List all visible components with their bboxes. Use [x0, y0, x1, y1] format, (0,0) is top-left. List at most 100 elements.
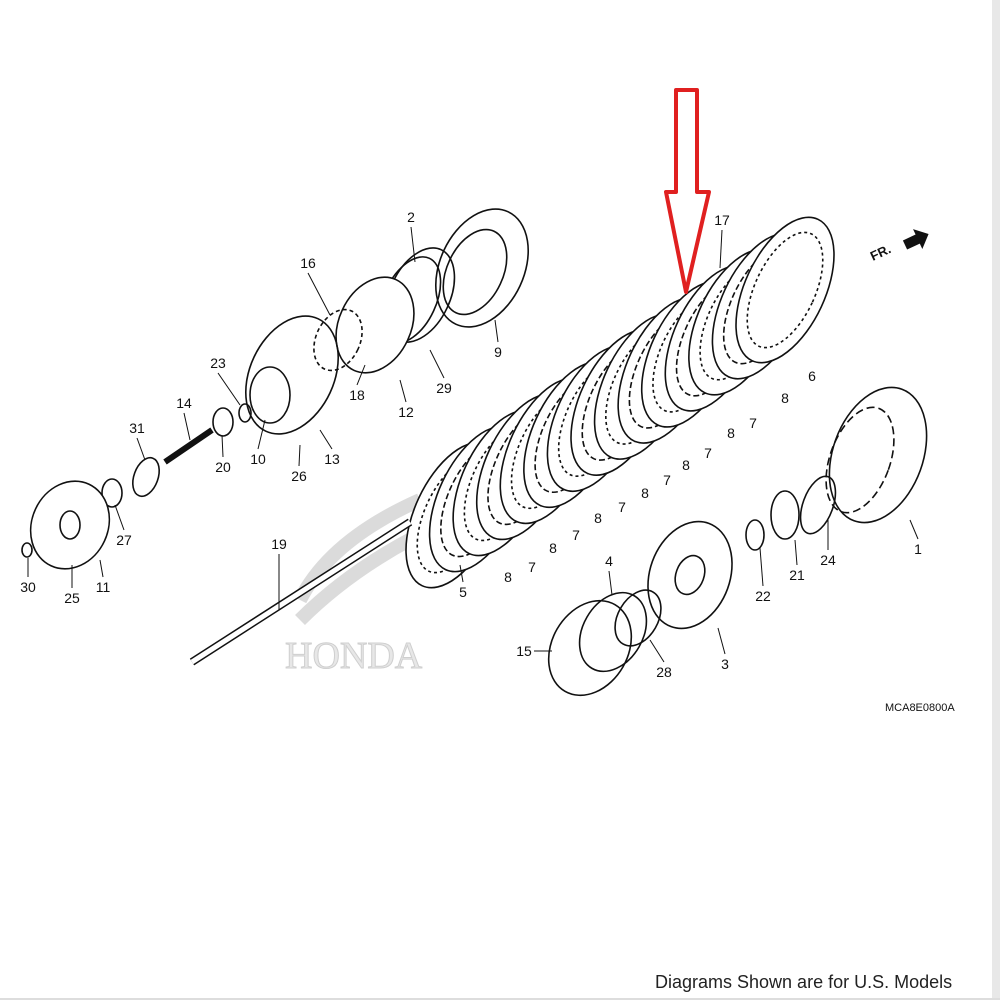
cover-11: [29, 480, 111, 570]
leader-line: [909, 519, 919, 540]
part-label: 1: [914, 541, 922, 557]
part-label: 5: [459, 584, 467, 600]
hub-10: [249, 366, 291, 424]
watermark-text: HONDA: [285, 635, 423, 677]
snap-ring: [799, 475, 837, 535]
leader-line: [719, 229, 723, 269]
part-label: 8: [504, 569, 512, 585]
part-label: 21: [789, 567, 805, 583]
leader-line: [298, 444, 301, 467]
part-label: 29: [436, 380, 452, 396]
leader-line: [221, 434, 224, 458]
parts-drawings: [21, 208, 928, 697]
pin-14: [163, 427, 214, 465]
part-label: 7: [572, 527, 580, 543]
part-label: 23: [210, 355, 226, 371]
red-arrow-indicator: [664, 88, 711, 294]
leader-line: [136, 437, 146, 461]
leader-line: [649, 639, 665, 663]
washer-23: [238, 403, 252, 423]
clutch-disc: [735, 216, 835, 364]
part-label: 9: [494, 344, 502, 360]
part-label: 8: [641, 485, 649, 501]
leader-line: [399, 379, 407, 403]
part-label: 18: [349, 387, 365, 403]
part-label: 6: [808, 368, 816, 384]
part-label: 3: [721, 656, 729, 672]
fr-arrow-icon: [902, 229, 929, 250]
leader-line: [717, 627, 726, 655]
clutch-center-hub: [647, 520, 733, 630]
part-label: 7: [663, 472, 671, 488]
part-label: 15: [516, 643, 532, 659]
leader-line: [217, 372, 241, 406]
piston-inner: [442, 228, 508, 316]
part-label: 28: [656, 664, 672, 680]
part-label: 17: [714, 212, 730, 228]
leader-line: [307, 272, 331, 316]
part-label: 22: [755, 588, 771, 604]
leader-line: [99, 559, 104, 578]
leader-lines: [27, 226, 919, 663]
leader-line: [356, 364, 366, 386]
leader-line: [319, 429, 333, 450]
thrust-washer: [745, 519, 765, 551]
nut-30: [21, 542, 33, 558]
leader-line: [183, 412, 191, 441]
leader-line: [608, 570, 613, 596]
clutch-disc-teeth: [746, 231, 824, 349]
hub-bore: [674, 554, 706, 596]
part-label: 11: [95, 579, 111, 595]
part-label: 19: [271, 536, 287, 552]
part-label: 31: [129, 420, 145, 436]
part-label: 25: [64, 590, 80, 606]
scrollbar[interactable]: [992, 0, 1000, 1000]
bearing-20: [212, 407, 234, 437]
divider: [0, 998, 1000, 1000]
part-label: 7: [749, 415, 757, 431]
leader-line: [459, 564, 464, 583]
part-label: 30: [20, 579, 36, 595]
guide-13: [244, 315, 340, 435]
diagram-code: MCA8E0800A: [885, 702, 955, 714]
part-label: 26: [291, 468, 307, 484]
ring-28: [614, 589, 662, 647]
needle-bearing: [770, 490, 800, 540]
leader-line: [410, 226, 416, 263]
leader-line: [759, 547, 764, 587]
bearing-27: [101, 478, 123, 508]
part-label: 13: [324, 451, 340, 467]
ring-15: [547, 599, 633, 697]
part-label: 27: [116, 532, 132, 548]
part-label: 4: [605, 553, 613, 569]
part-label: 2: [407, 209, 415, 225]
ring-4: [578, 591, 648, 673]
part-label: 10: [250, 451, 266, 467]
part-label: 12: [398, 404, 414, 420]
part-label: 20: [215, 459, 231, 475]
leader-line: [494, 319, 499, 343]
part-label: 24: [820, 552, 836, 568]
piston-9: [434, 208, 530, 328]
part-label: 8: [682, 457, 690, 473]
part-label: 7: [618, 499, 626, 515]
leader-line: [429, 349, 445, 379]
part-label: 8: [594, 510, 602, 526]
part-label: 16: [300, 255, 316, 271]
part-label: 8: [781, 390, 789, 406]
plate-16: [313, 308, 363, 372]
spring-18: [335, 276, 415, 374]
leader-line: [794, 539, 798, 566]
part-label: 7: [704, 445, 712, 461]
shaft-inner: [190, 519, 412, 665]
part-label: 7: [528, 559, 536, 575]
footer-note: Diagrams Shown are for U.S. Models: [655, 972, 953, 992]
part-label: 14: [176, 395, 192, 411]
leader-line: [257, 419, 266, 450]
part-label: 8: [549, 540, 557, 556]
leader-line: [114, 504, 125, 531]
cover-bore: [59, 510, 81, 540]
part-label: 8: [727, 425, 735, 441]
